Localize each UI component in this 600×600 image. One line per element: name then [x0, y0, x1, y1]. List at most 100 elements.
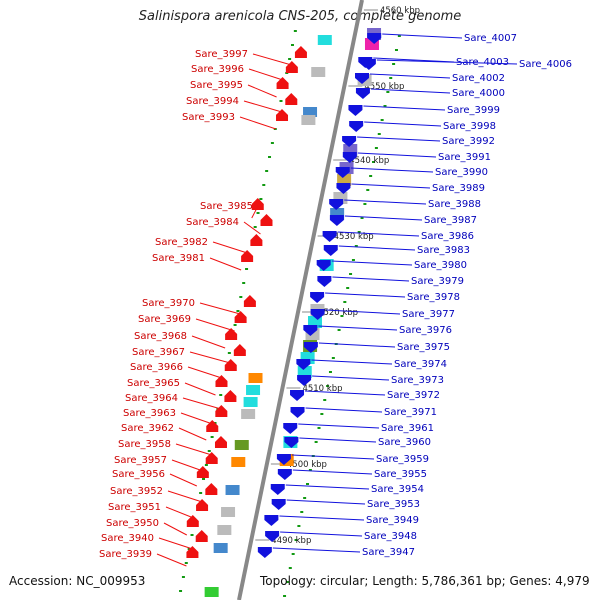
- forward-gene-arrow-Sare_3974: [296, 359, 311, 370]
- guide-dot-right: [317, 427, 321, 429]
- guide-dot-right: [323, 399, 327, 401]
- guide-dot-left: [279, 100, 283, 102]
- forward-gene-label: Sare_3955: [374, 469, 427, 480]
- reverse-gene-arrow-Sare_3968: [225, 328, 238, 340]
- reverse-gene-leader: [158, 537, 196, 551]
- guide-dot-left: [288, 58, 292, 60]
- guide-dot-right: [354, 245, 358, 247]
- guide-dot-right: [283, 595, 287, 597]
- guide-dot-right: [297, 525, 301, 527]
- guide-dot-right: [369, 175, 373, 177]
- reverse-gene-arrow-Sare_3963: [215, 405, 228, 417]
- feature-block: [225, 485, 240, 495]
- forward-gene-arrow-Sare_3989: [336, 183, 351, 194]
- forward-gene-arrow-Sare_3959: [276, 454, 291, 465]
- reverse-gene-leader: [156, 553, 187, 567]
- forward-gene-label: Sare_3999: [447, 105, 500, 116]
- guide-dot-right: [343, 301, 347, 303]
- guide-dot-left: [210, 436, 214, 438]
- forward-gene-leader: [382, 33, 463, 39]
- forward-gene-arrow-Sare_3954: [270, 484, 285, 495]
- reverse-gene-label: Sare_3967: [132, 347, 185, 358]
- accession-label: Accession: NC_009953: [9, 574, 146, 588]
- reverse-gene-label: Sare_3940: [101, 533, 154, 544]
- reverse-gene-leader: [252, 53, 296, 67]
- reverse-gene-leader: [239, 116, 277, 130]
- forward-gene-arrow-Sare_4000: [355, 88, 370, 99]
- forward-gene-label: Sare_3975: [397, 342, 450, 353]
- forward-gene-leader: [376, 59, 518, 65]
- guide-dot-right: [389, 77, 393, 79]
- feature-block: [243, 397, 258, 407]
- reverse-gene-label: Sare_3939: [99, 549, 152, 560]
- forward-gene-arrow-Sare_3971: [290, 407, 305, 418]
- reverse-gene-label: Sare_3966: [130, 362, 183, 373]
- forward-gene-label: Sare_3953: [367, 499, 420, 510]
- reverse-gene-label: Sare_3958: [118, 439, 171, 450]
- guide-dot-left: [259, 198, 263, 200]
- guide-dot-right: [377, 133, 381, 135]
- feature-block: [231, 457, 246, 467]
- reverse-gene-label: Sare_3950: [106, 518, 159, 529]
- guide-dot-left: [268, 156, 272, 158]
- guide-dot-right: [320, 413, 324, 415]
- reverse-gene-arrow-Sare_3996: [285, 61, 298, 73]
- guide-dot-left: [290, 44, 294, 46]
- reverse-gene-leader: [209, 257, 242, 271]
- guide-dot-left: [236, 310, 240, 312]
- guide-dot-left: [293, 30, 297, 32]
- forward-gene-label: Sare_3989: [432, 183, 485, 194]
- reverse-gene-leader: [187, 366, 225, 380]
- forward-gene-leader: [286, 499, 366, 505]
- reverse-gene-leader: [175, 443, 216, 457]
- guide-dot-left: [187, 548, 191, 550]
- reverse-gene-label: Sare_3957: [114, 455, 167, 466]
- forward-gene-leader: [370, 88, 451, 94]
- guide-dot-right: [306, 483, 310, 485]
- reverse-gene-label: Sare_3994: [186, 96, 239, 107]
- forward-gene-label: Sare_3976: [399, 325, 452, 336]
- forward-gene-arrow-Sare_3979: [317, 276, 332, 287]
- forward-gene-leader: [298, 423, 380, 429]
- reverse-gene-leader: [243, 221, 261, 235]
- forward-gene-leader: [312, 375, 390, 381]
- forward-gene-leader: [279, 515, 365, 521]
- guide-dot-right: [394, 49, 398, 51]
- guide-dot-right: [300, 511, 304, 513]
- reverse-gene-label: Sare_3995: [190, 80, 243, 91]
- guide-dot-right: [291, 553, 295, 555]
- guide-dot-right: [380, 119, 384, 121]
- forward-gene-arrow-Sare_3991: [342, 152, 357, 163]
- reverse-gene-arrow-Sare_3951: [196, 499, 209, 511]
- reverse-gene-leader: [182, 397, 225, 411]
- forward-gene-arrow-Sare_3992: [342, 136, 357, 147]
- reverse-gene-label: Sare_3962: [121, 423, 174, 434]
- feature-block: [204, 587, 219, 597]
- reverse-gene-leader: [178, 427, 207, 441]
- forward-gene-label: Sare_3960: [378, 437, 431, 448]
- tick-label-4530-kbp: 4530 kbp: [334, 232, 374, 242]
- guide-dot-left: [245, 268, 249, 270]
- forward-gene-arrow-Sare_3983: [323, 245, 338, 256]
- guide-dot-right: [383, 105, 387, 107]
- guide-dot-right: [340, 315, 344, 317]
- reverse-gene-arrow-Sare_3962: [206, 420, 219, 432]
- guide-dot-right: [397, 35, 401, 37]
- tick-label-4510-kbp: 4510 kbp: [302, 384, 342, 394]
- reverse-gene-arrow-Sare_3939: [186, 546, 199, 558]
- forward-gene-label: Sare_3971: [384, 407, 437, 418]
- forward-gene-arrow-Sare_3948: [265, 531, 280, 542]
- feature-block: [234, 440, 249, 450]
- tick-label-4540-kbp: 4540 kbp: [349, 156, 389, 166]
- genome-backbone: [237, 0, 364, 600]
- reverse-gene-arrow-Sare_3966: [224, 359, 237, 371]
- forward-gene-arrow-Sare_3973: [297, 375, 312, 386]
- forward-gene-arrow-Sare_3987: [329, 215, 344, 226]
- guide-dot-right: [337, 329, 341, 331]
- topology-label: Topology: circular; Length: 5,786,361 bp…: [260, 574, 590, 588]
- guide-dot-right: [346, 287, 350, 289]
- forward-gene-arrow-Sare_3972: [290, 390, 305, 401]
- guide-dot-right: [372, 161, 376, 163]
- guide-dot-right: [314, 441, 318, 443]
- reverse-gene-label: Sare_3985: [200, 201, 253, 212]
